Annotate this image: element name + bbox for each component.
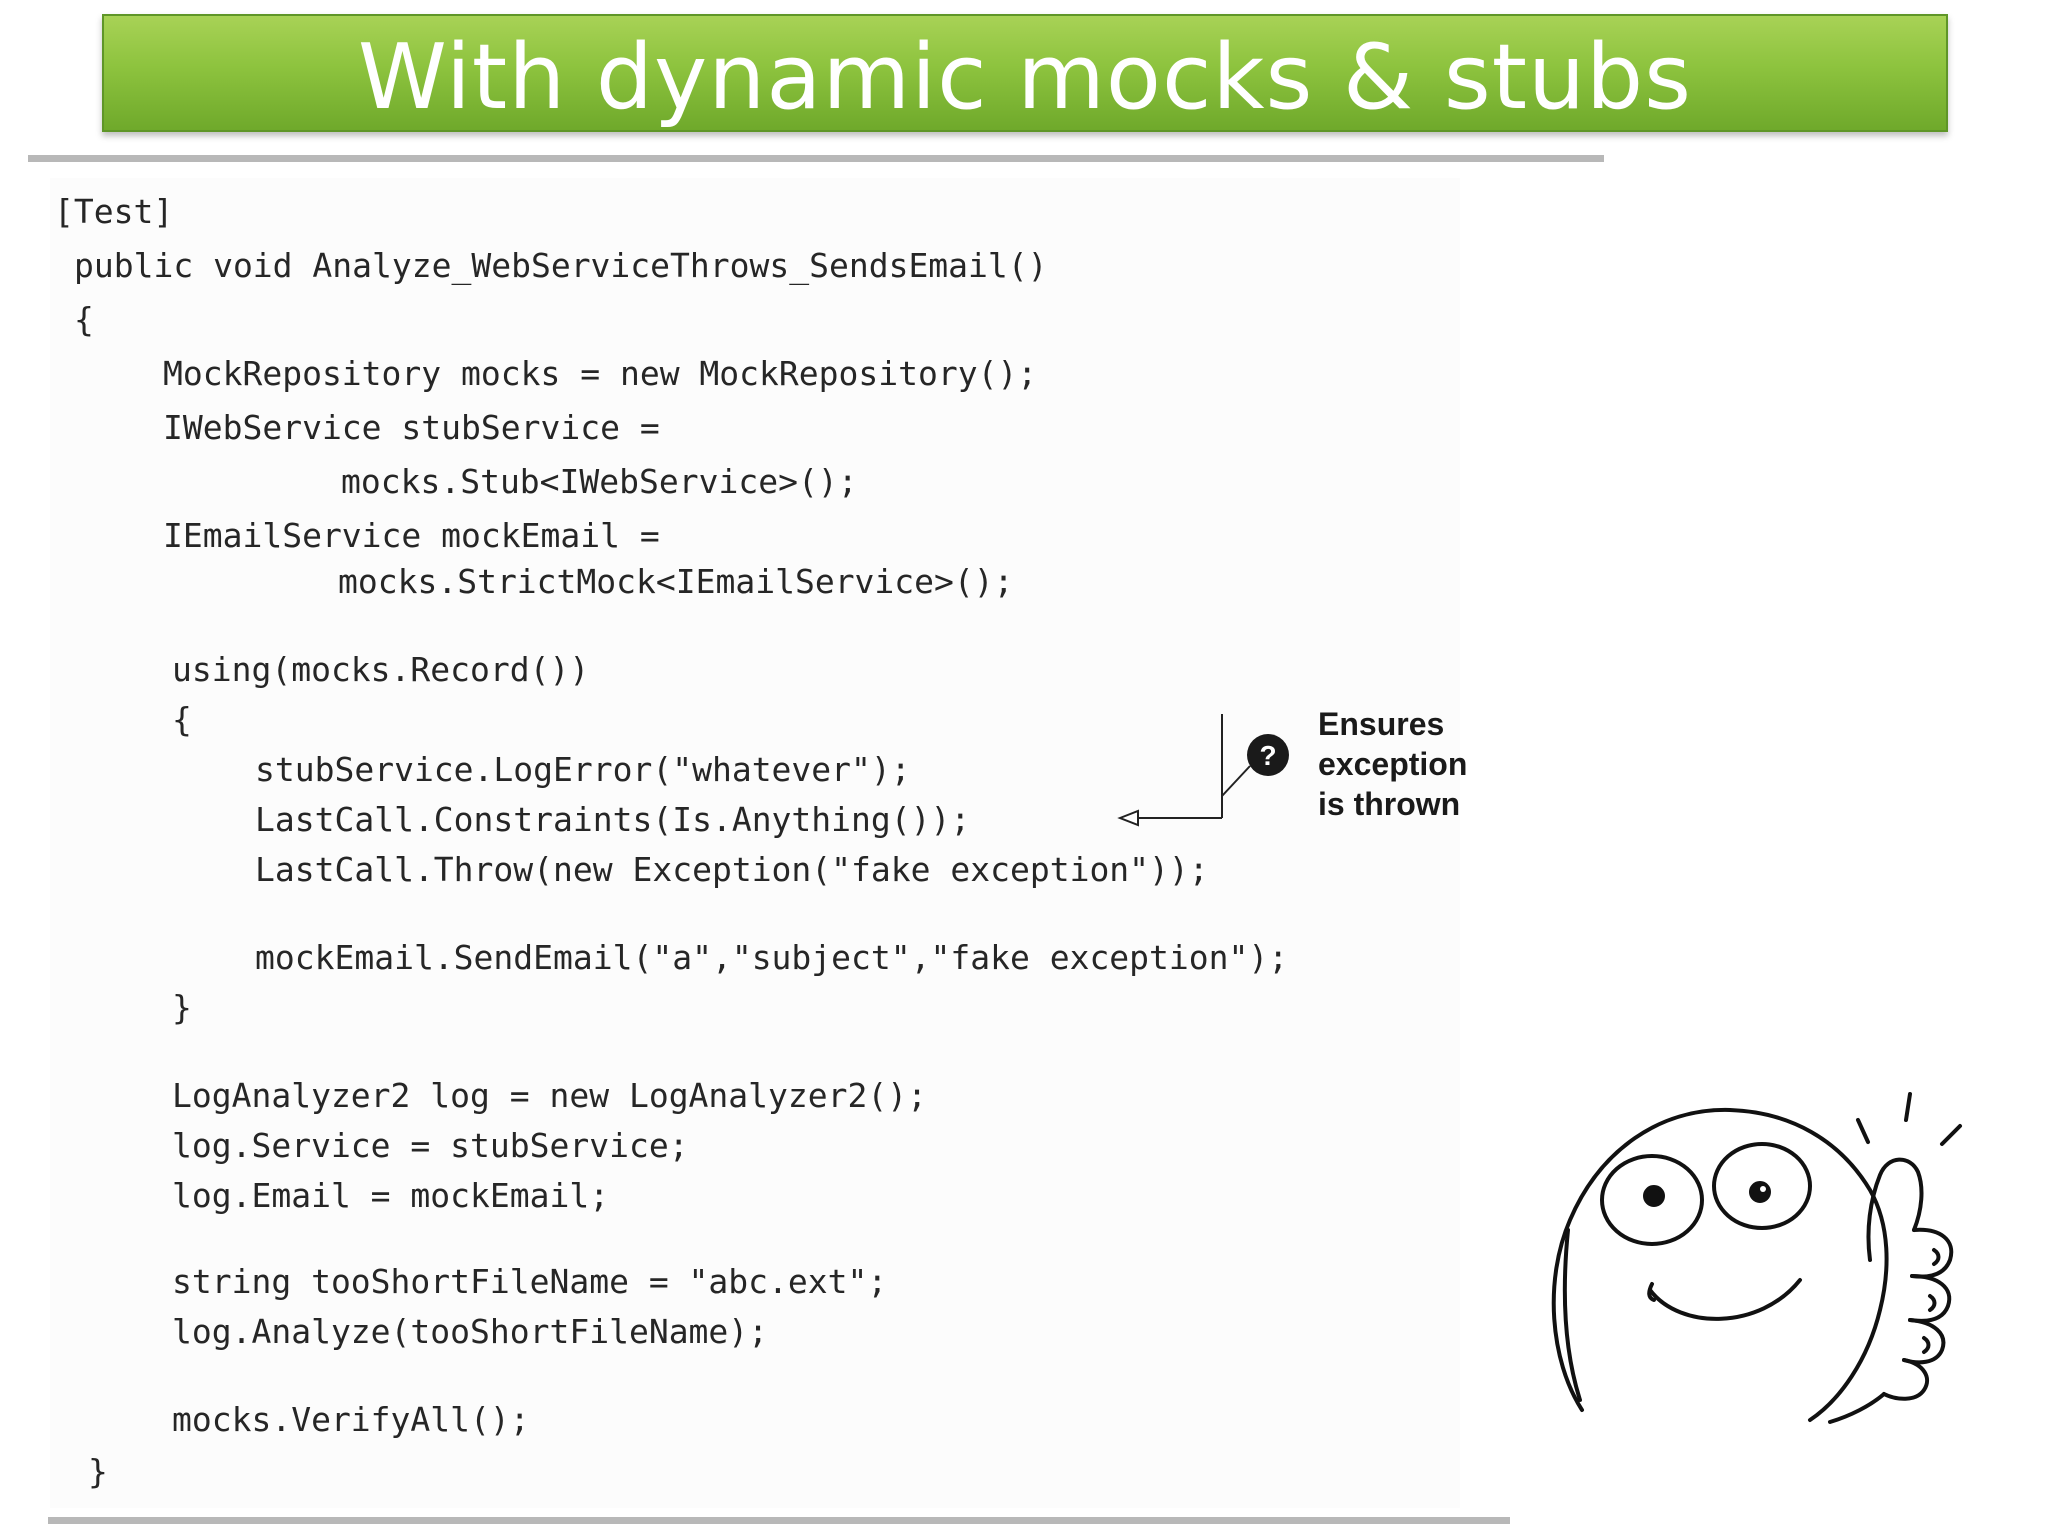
code-line: log.Email = mockEmail; xyxy=(172,1176,610,1215)
code-line: mocks.Stub<IWebService>(); xyxy=(341,462,858,501)
code-line: MockRepository mocks = new MockRepositor… xyxy=(163,354,1038,393)
callout-annotation: Ensures exception is thrown xyxy=(1318,704,1518,824)
code-line: log.Service = stubService; xyxy=(172,1126,689,1165)
code-line: stubService.LogError("whatever"); xyxy=(255,750,911,789)
code-line: mocks.VerifyAll(); xyxy=(172,1400,530,1439)
code-line: } xyxy=(172,988,192,1027)
code-line: LogAnalyzer2 log = new LogAnalyzer2(); xyxy=(172,1076,927,1115)
callout-line: Ensures xyxy=(1318,706,1445,742)
code-line: string tooShortFileName = "abc.ext"; xyxy=(172,1262,888,1301)
code-line: LastCall.Throw(new Exception("fake excep… xyxy=(255,850,1209,889)
code-line: { xyxy=(74,300,94,339)
code-line: mockEmail.SendEmail("a","subject","fake … xyxy=(255,938,1289,977)
code-listing-panel xyxy=(50,178,1460,1508)
bottom-divider xyxy=(48,1517,1510,1524)
code-line: } xyxy=(88,1452,108,1491)
top-divider xyxy=(28,155,1604,162)
callout-line: is thrown xyxy=(1318,786,1461,822)
slide-title: With dynamic mocks & stubs xyxy=(357,25,1693,130)
code-line: IWebService stubService = xyxy=(163,408,660,447)
code-line: [Test] xyxy=(54,192,174,231)
code-line: public void Analyze_WebServiceThrows_Sen… xyxy=(74,246,1048,285)
code-line: mocks.StrictMock<IEmailService>(); xyxy=(338,562,1014,601)
thumbs-up-face-icon xyxy=(1551,1092,1962,1424)
callout-arrow-icon: ? xyxy=(1117,714,1289,827)
code-line: IEmailService mockEmail = xyxy=(163,516,660,555)
code-line: log.Analyze(tooShortFileName); xyxy=(172,1312,769,1351)
code-line: { xyxy=(172,700,192,739)
code-line: using(mocks.Record()) xyxy=(172,650,590,689)
slide-title-banner: With dynamic mocks & stubs xyxy=(102,14,1948,132)
code-line: LastCall.Constraints(Is.Anything()); xyxy=(255,800,971,839)
callout-marker: ? xyxy=(1259,740,1276,771)
callout-line: exception xyxy=(1318,746,1468,782)
